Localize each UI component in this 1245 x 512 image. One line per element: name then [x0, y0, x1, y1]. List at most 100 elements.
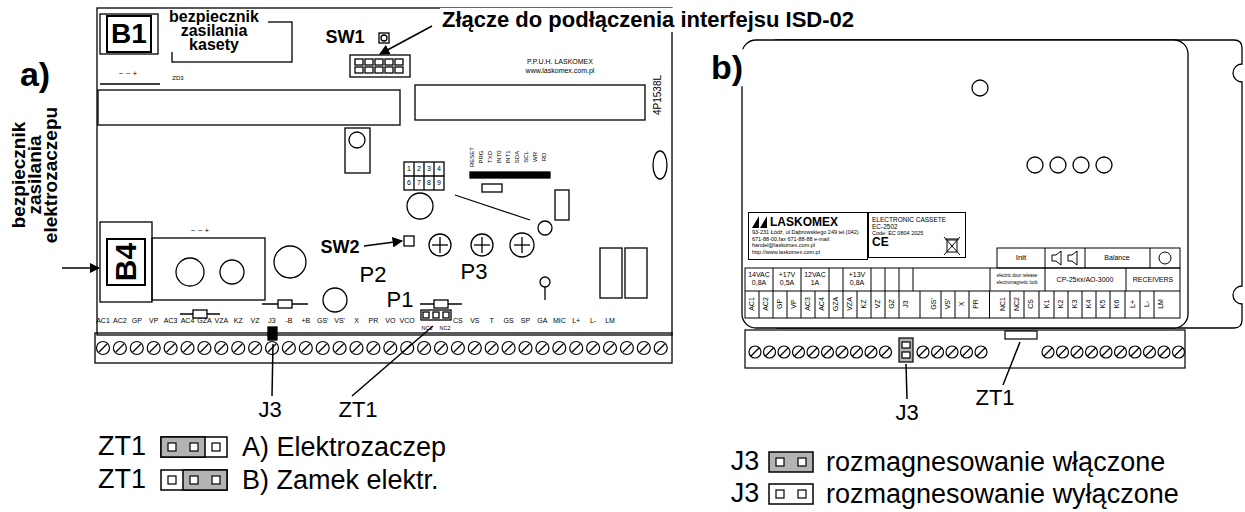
terminal-label: VP — [149, 317, 158, 325]
resistor-symbol — [482, 184, 502, 192]
capacitor — [538, 221, 552, 235]
connector-pin — [355, 59, 363, 65]
table-divider — [899, 291, 900, 318]
potentiometer-label: P3 — [461, 260, 488, 284]
terminal-table — [745, 248, 1180, 318]
terminal-label: GP — [776, 299, 784, 309]
table-divider — [871, 291, 872, 318]
table-cell: CP-25xx/AO-3000 — [1057, 276, 1114, 284]
pin-number: 1 — [407, 165, 411, 173]
connector-pin — [365, 67, 373, 73]
terminal-screw — [1131, 348, 1139, 356]
terminal-screw — [795, 348, 803, 356]
legend-text: A) Elektrozaczep — [242, 432, 446, 463]
switch-symbol — [381, 35, 387, 41]
logo-mark — [752, 216, 767, 228]
table-divider — [989, 291, 990, 318]
terminal-screw — [934, 348, 942, 356]
pin-name: NC1 — [421, 325, 432, 331]
panel-letter: a) — [20, 56, 50, 93]
terminal-label: GZA — [197, 317, 211, 325]
jumper-symbol — [902, 342, 910, 348]
terminal-label: L- — [590, 317, 596, 325]
terminal-screw — [285, 344, 293, 352]
terminal-screw — [386, 344, 394, 352]
table-cell: 12VAC 1A — [802, 271, 829, 287]
table-divider — [801, 291, 802, 318]
terminal-screw — [198, 342, 211, 355]
terminal-screw — [1071, 346, 1083, 358]
terminal-table — [871, 268, 872, 291]
connector-pin — [375, 59, 383, 65]
table-divider — [920, 291, 921, 318]
terminal-screw — [384, 342, 397, 355]
jumper-symbol — [160, 436, 230, 458]
weee-symbol — [945, 239, 959, 240]
jumper-symbol — [769, 484, 813, 504]
switch-symbol — [404, 236, 414, 246]
terminal-screw — [454, 344, 462, 352]
component-block — [98, 90, 400, 125]
weee-symbol — [944, 237, 960, 255]
diode-symbol — [278, 300, 292, 308]
terminal-label: GS — [504, 317, 514, 325]
leader-line — [62, 26, 1020, 399]
table-cell: Init — [1016, 254, 1027, 263]
terminal-label: T — [490, 317, 494, 325]
jumper-label: ZT1 — [975, 386, 1014, 410]
pin-number: 3 — [427, 165, 431, 173]
terminal-label: SP — [521, 317, 530, 325]
jumper-symbol — [768, 451, 814, 473]
crystal — [653, 151, 667, 179]
signal-name: TXD — [487, 151, 494, 163]
terminal-screw — [1115, 346, 1127, 358]
table-divider — [1024, 291, 1025, 318]
leader-line — [906, 364, 907, 399]
terminal-screw — [1086, 346, 1098, 358]
jumper-symbol — [1005, 331, 1037, 339]
terminal-table — [745, 268, 1180, 318]
terminal-screw — [167, 344, 175, 352]
node-text: CE — [872, 236, 962, 249]
terminal-screw — [522, 344, 530, 352]
silkscreen-text: P.P.U.H. LASKOMEX — [527, 58, 593, 66]
fuse-box: B1 — [106, 15, 152, 53]
terminal-block — [95, 333, 672, 363]
terminal-screw — [437, 344, 445, 352]
table-cell: +17V 0,5A — [774, 271, 801, 287]
cassette-housing — [742, 40, 1242, 328]
terminal-screw — [749, 346, 761, 358]
connector-pin — [355, 67, 363, 73]
pin-header — [470, 172, 550, 178]
terminal-screw — [824, 348, 832, 356]
terminal-screw — [369, 344, 377, 352]
terminal-screw — [97, 342, 668, 355]
terminal-label: GS' — [930, 298, 938, 309]
fuse-holder — [100, 14, 158, 54]
pin-number: 2 — [417, 165, 421, 173]
table-divider — [941, 291, 942, 318]
potentiometer — [471, 234, 493, 256]
terminal-label: AC2 — [762, 297, 770, 311]
table-divider — [955, 291, 956, 318]
table-divider — [1140, 291, 1141, 318]
jumper-symbol — [161, 437, 205, 457]
terminal-screw — [620, 342, 633, 355]
signal-name: INT0 — [496, 150, 503, 163]
relay — [600, 248, 622, 298]
terminal-screw — [851, 346, 863, 358]
terminal-screw — [780, 348, 788, 356]
terminal-screw — [353, 344, 361, 352]
table-divider — [1068, 291, 1069, 318]
terminal-label: LM — [1157, 299, 1165, 309]
terminal-label: X — [958, 302, 966, 307]
silkscreen-text: www.laskomex.com.pl — [526, 67, 595, 75]
indicator-circle — [1159, 252, 1171, 264]
terminal-screw — [589, 344, 597, 352]
terminal-screw — [1044, 348, 1052, 356]
jumper-symbol — [421, 310, 451, 320]
terminal-label: VS' — [334, 317, 345, 325]
logo-plate: LASKOMEX93-231 Łódź, ul.Dąbrowskiego 249… — [748, 212, 868, 260]
terminal-screw — [963, 348, 971, 356]
